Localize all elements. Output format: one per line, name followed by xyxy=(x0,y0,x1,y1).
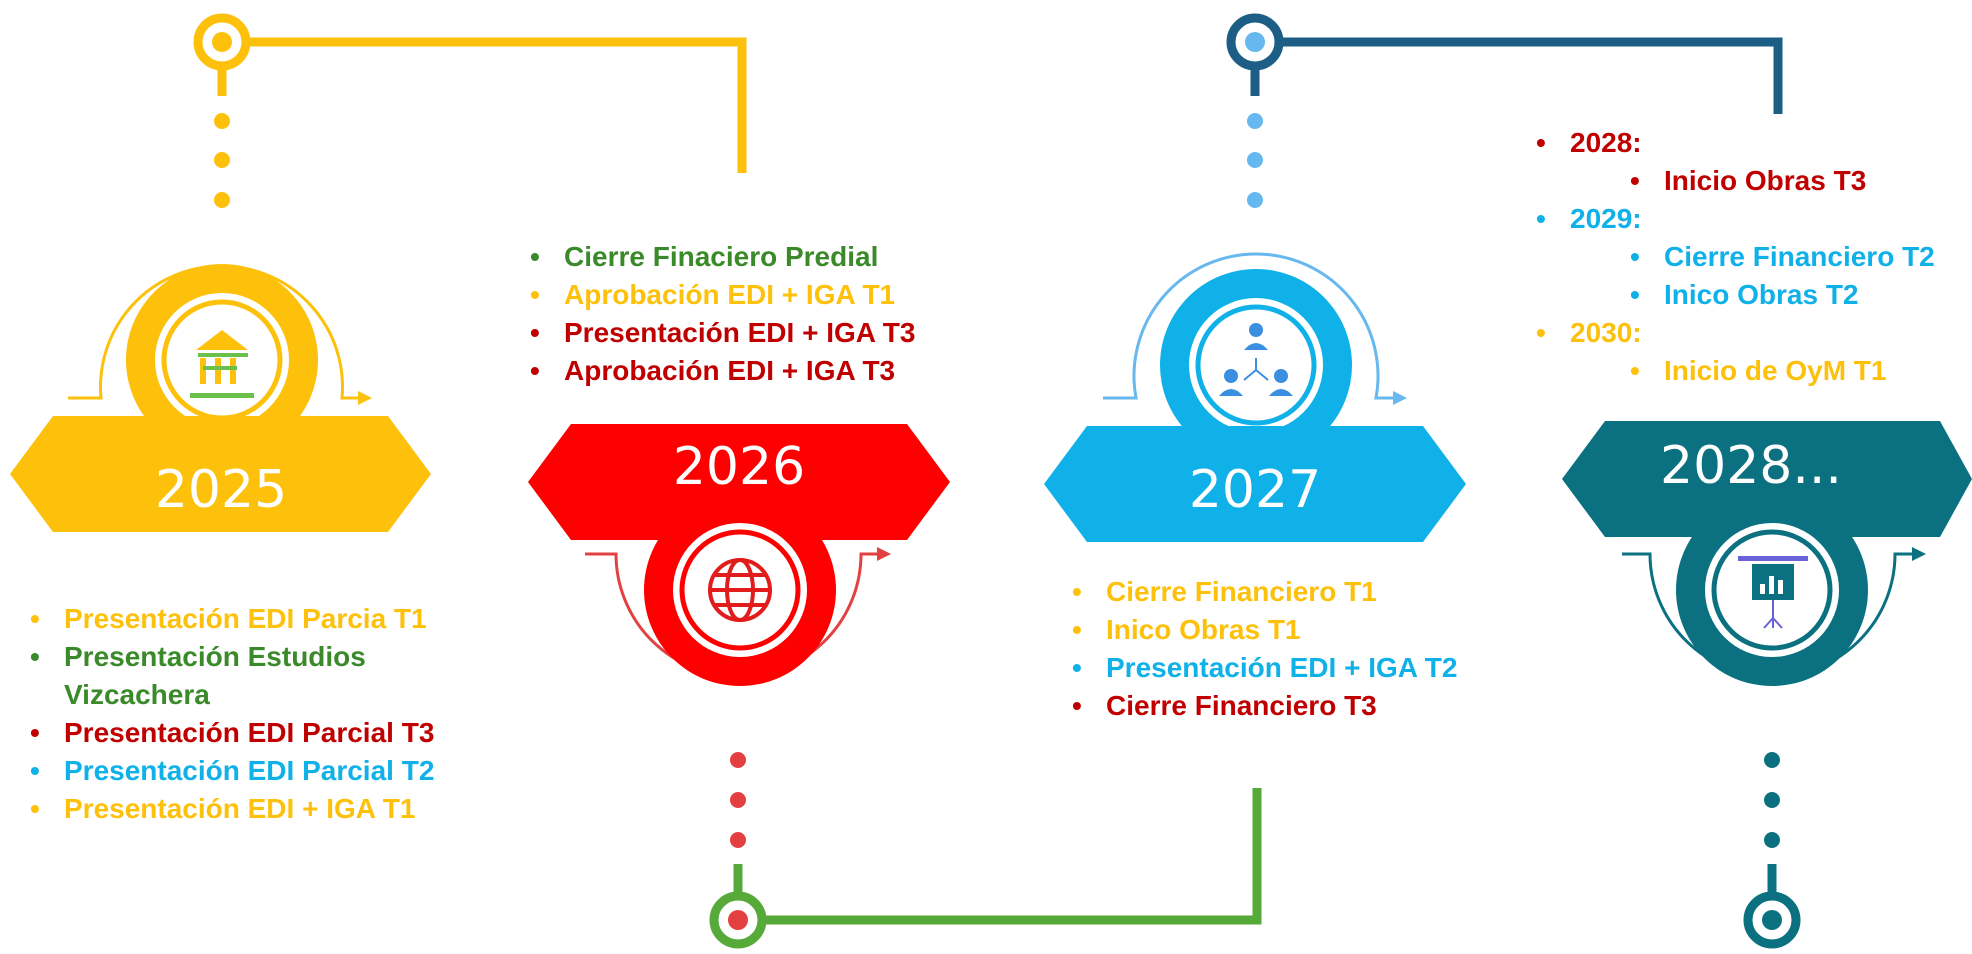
banner-2026 xyxy=(528,424,950,540)
sub-list-item: Cierre Financiero T2 xyxy=(1534,238,1935,276)
arrowhead-2027 xyxy=(1393,391,1407,405)
sub-list-item: Inicio Obras T3 xyxy=(1534,162,1935,200)
arrowhead-2028 xyxy=(1912,547,1926,561)
year-label-2026: 2026 xyxy=(672,437,806,497)
sub-list-item: Inicio de OyM T1 xyxy=(1534,352,1935,390)
list-item: 2028: xyxy=(1534,124,1935,162)
presentation-chart-icon xyxy=(1738,556,1808,629)
connector-2027-2028 xyxy=(1283,37,1783,114)
bank-icon xyxy=(190,330,254,398)
sub-list-item: Inico Obras T2 xyxy=(1534,276,1935,314)
list-item: Presentación EDI Parcia T1 xyxy=(28,600,464,638)
list-item: 2030: xyxy=(1534,314,1935,352)
banner-2028 xyxy=(1562,421,1972,537)
list-item: Aprobación EDI + IGA T1 xyxy=(528,276,915,314)
list-item: Cierre Financiero T1 xyxy=(1070,573,1457,611)
connector-2026-2027 xyxy=(754,788,1262,925)
milestone-list-2028: 2028: Inicio Obras T32029:Cierre Financi… xyxy=(1534,124,1935,390)
year-label-2027: 2027 xyxy=(1188,460,1322,520)
list-item: Presentación EDI + IGA T3 xyxy=(528,314,915,352)
dots-2026 xyxy=(730,752,746,848)
year-label-2028: 2028... xyxy=(1660,436,1842,496)
target-2026 xyxy=(709,864,767,949)
milestone-list-2027: Cierre Financiero T1Inico Obras T1Presen… xyxy=(1070,573,1457,725)
list-item: Presentación EDI + IGA T2 xyxy=(1070,649,1457,687)
arrowhead-2025 xyxy=(358,391,372,405)
milestone-list-2026: Cierre Finaciero PredialAprobación EDI +… xyxy=(528,238,915,390)
arrowhead-2026 xyxy=(877,547,891,561)
connector-2025-2026 xyxy=(245,37,747,173)
target-2025 xyxy=(193,13,251,96)
list-item: Inico Obras T1 xyxy=(1070,611,1457,649)
dots-2028 xyxy=(1764,752,1780,848)
globe-icon xyxy=(708,558,772,622)
list-item: 2029: xyxy=(1534,200,1935,238)
list-item: Presentación EDI Parcial T2 xyxy=(28,752,464,790)
list-item: Cierre Finaciero Predial xyxy=(528,238,915,276)
badge-2025 xyxy=(126,264,318,456)
target-2028 xyxy=(1743,864,1801,949)
milestone-list-2025: Presentación EDI Parcia T1Presentación E… xyxy=(28,600,464,828)
target-2027 xyxy=(1226,13,1284,96)
list-item: Presentación Estudios Vizcachera xyxy=(28,638,464,714)
list-item: Aprobación EDI + IGA T3 xyxy=(528,352,915,390)
list-item: Presentación EDI Parcial T3 xyxy=(28,714,464,752)
arc-2027 xyxy=(1103,252,1396,400)
banner-2025 xyxy=(10,416,431,532)
dots-2025 xyxy=(214,113,230,208)
dots-2027 xyxy=(1247,113,1263,208)
list-item: Cierre Financiero T3 xyxy=(1070,687,1457,725)
list-item: Presentación EDI + IGA T1 xyxy=(28,790,464,828)
banner-2027 xyxy=(1044,426,1466,542)
network-users-icon xyxy=(1219,323,1293,396)
year-label-2025: 2025 xyxy=(154,460,288,520)
